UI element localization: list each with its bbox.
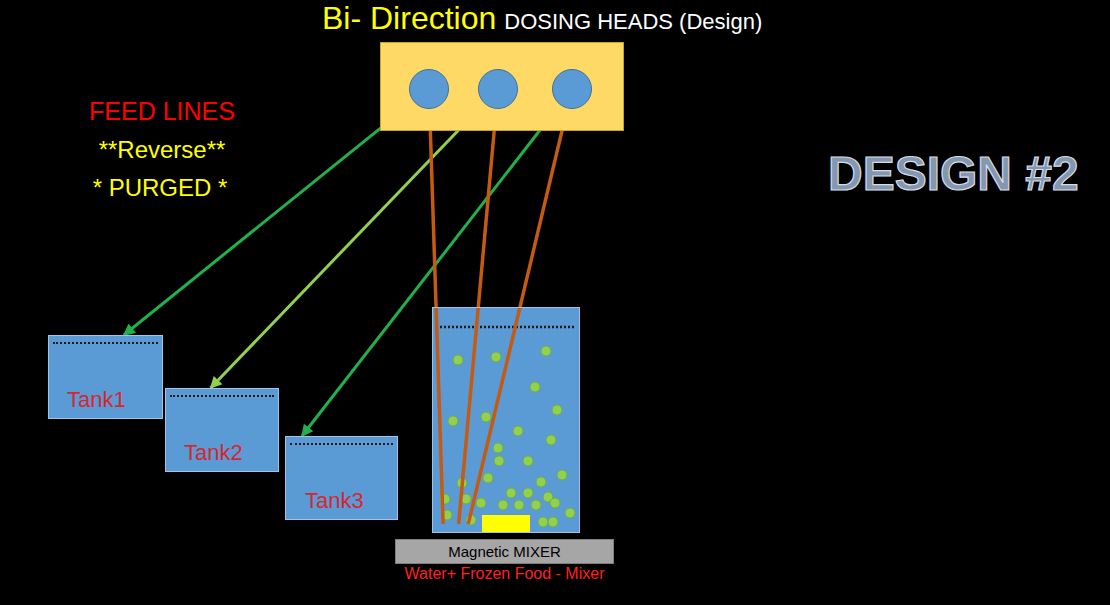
dosing-head [409,69,449,109]
food-particle [506,488,516,498]
food-particle [523,488,533,498]
food-particle [550,498,560,508]
food-particle [481,412,491,422]
feed-tube [468,108,567,524]
food-particle [530,382,540,392]
magnetic-mixer: Magnetic MIXERWater+ Frozen Food - Mixer [395,539,614,564]
food-particle [514,500,524,510]
food-particle [557,470,567,480]
dosing-head-panel [380,42,624,131]
food-particle [493,443,503,453]
stir-bar [482,515,530,532]
tank-label: Tank2 [184,440,272,465]
food-particle [491,352,501,362]
mixer-caption: Water+ Frozen Food - Mixer [405,565,605,583]
food-particle [536,477,546,487]
tank: Tank3 [285,436,398,520]
note: * PURGED * [93,174,228,202]
food-particle [483,473,493,483]
food-particle [513,426,523,436]
feed-tube [459,109,497,524]
water-level [170,395,274,397]
note: **Reverse** [99,136,226,164]
food-particle [448,416,458,426]
tank-label: Tank1 [67,387,156,412]
mixing-beaker [432,307,580,533]
note-heading: FEED LINES [89,97,235,126]
food-particle [494,456,504,466]
water-level [53,342,158,344]
food-particle [548,517,558,527]
mixer-label: Magnetic MIXER [448,543,561,560]
beaker-water [432,307,580,533]
food-particle [546,435,556,445]
food-particle [565,508,575,518]
food-particle [538,517,548,527]
watermark: DESIGN #2 [828,146,1079,201]
title: Bi- Direction [322,0,496,37]
tank: Tank1 [48,335,163,419]
food-particle [523,456,533,466]
food-particle [541,346,551,356]
tank: Tank2 [165,388,279,472]
dosing-head [552,69,592,109]
food-particle [476,498,486,508]
feed-line [211,103,485,388]
food-particle [552,405,562,415]
dosing-head [478,69,518,109]
subtitle: DOSING HEADS (Design) [504,9,762,34]
water-level [436,326,576,329]
tank-label: Tank3 [305,488,391,513]
food-particle [453,355,463,365]
food-particle [531,500,541,510]
food-particle [498,500,508,510]
water-level [290,443,393,445]
